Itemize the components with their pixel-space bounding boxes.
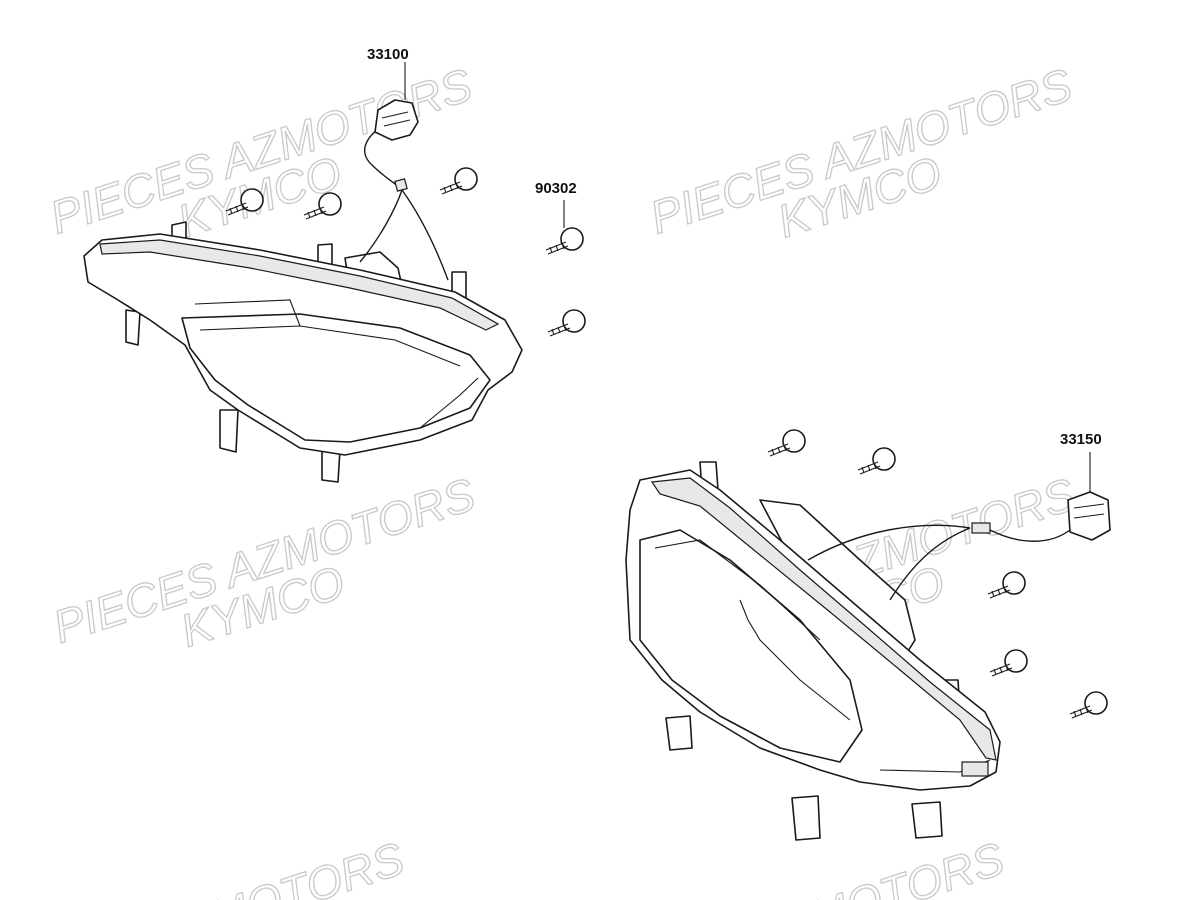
screw-icon [439,167,478,195]
screw-icon [987,571,1026,599]
part-ref-label[interactable]: 90302 [535,180,577,197]
screw-icon [989,649,1028,677]
screw-icon [767,429,806,457]
part-ref-label[interactable]: 33150 [1060,431,1102,448]
screw-icon [545,227,584,255]
right-light-assembly [625,452,1111,841]
part-ref-label[interactable]: 33100 [367,46,409,63]
screw-icon [225,188,264,216]
screw-group [225,167,1108,719]
screw-icon [547,309,586,337]
screw-icon [857,447,896,475]
watermark-text: MOTORS [203,832,411,900]
left-light-assembly [83,62,523,483]
screw-icon [303,192,342,220]
watermark-text: MOTORS [803,832,1011,900]
part-labels: 33100 90302 33150 [367,46,1102,448]
screw-icon [1069,691,1108,719]
